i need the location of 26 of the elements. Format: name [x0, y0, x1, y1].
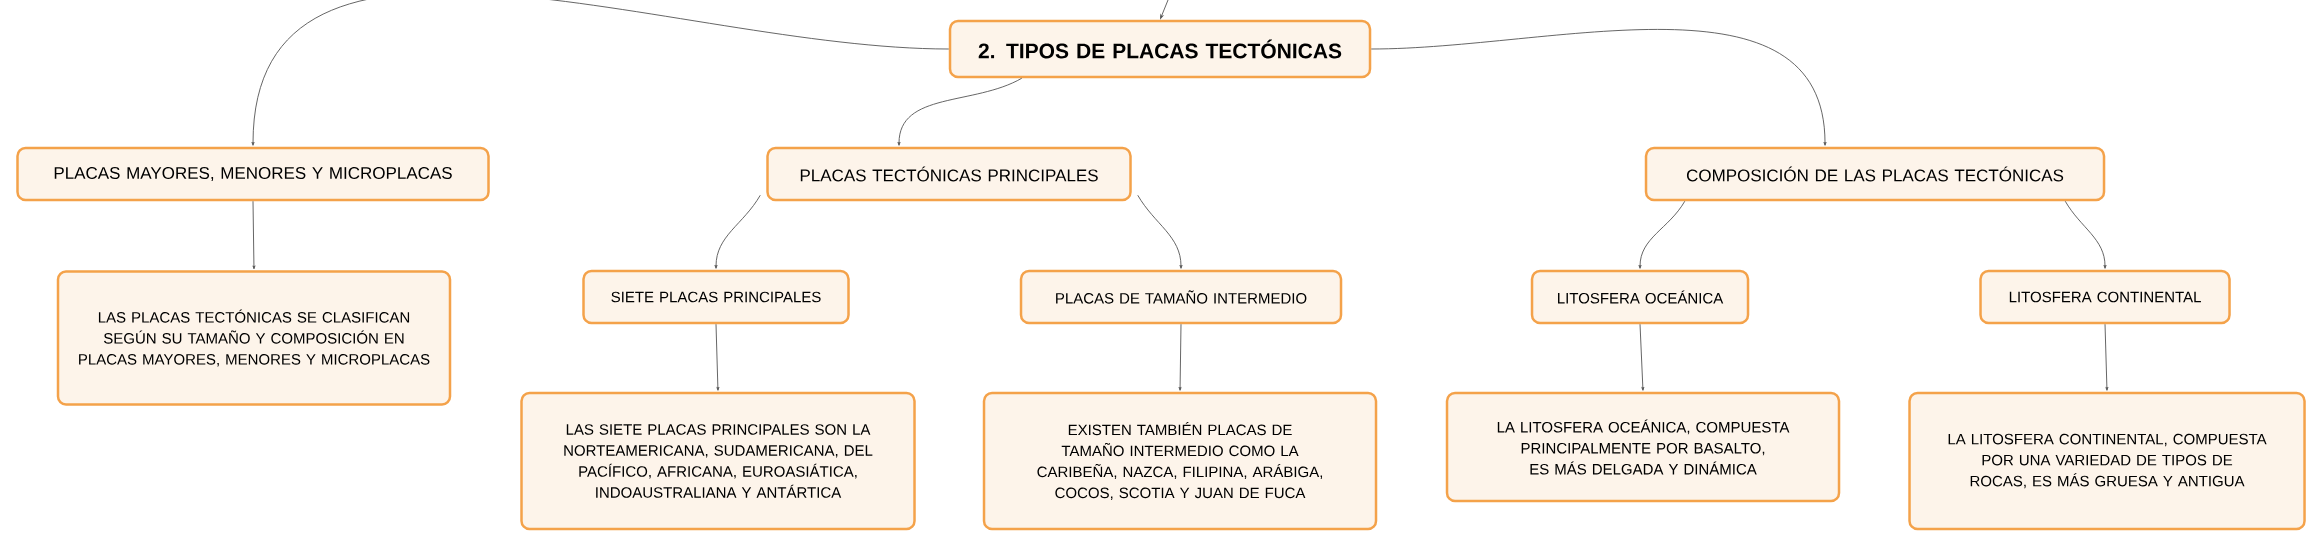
topic-box: COMPOSICIÓN DE LAS PLACAS TECTÓNICAS — [1644, 146, 2106, 202]
topic-box: LAS SIETE PLACAS PRINCIPALES SON LA NORTEAMERICANA, SUDAMERICANA, DEL PACÍFICO, AFRICANA, EUROASIÁTICA, INDOAUSTRALIANA Y ANTÁRTICA — [520, 391, 916, 531]
connector-arrow — [1638, 200, 1686, 269]
connector-arrow — [715, 323, 720, 391]
topic-box: PLACAS DE TAMAÑO INTERMEDIO — [1019, 269, 1343, 325]
topic-box: LA LITOSFERA OCEÁNICA, COMPUESTA PRINCIPALMENTE POR BASALTO, ES MÁS DELGADA Y DINÁMICA — [1445, 391, 1841, 503]
connector-arrow — [1178, 323, 1182, 391]
connector-arrow — [1160, 0, 1169, 19]
connector-arrow — [2064, 200, 2107, 269]
connector-arrow — [897, 77, 1023, 146]
connector-arrow — [252, 200, 256, 270]
topic-box: SIETE PLACAS PRINCIPALES — [582, 269, 850, 325]
connector-arrow — [2104, 323, 2109, 391]
topic-box: PLACAS MAYORES, MENORES Y MICROPLACAS — [16, 146, 490, 202]
topic-box: LA LITOSFERA CONTINENTAL, COMPUESTA POR UNA VARIEDAD DE TIPOS DE ROCAS, ES MÁS GRUESA Y ANTIGUA — [1908, 391, 2306, 531]
topic-box: 2. TIPOS DE PLACAS TECTÓNICAS — [948, 19, 1372, 79]
topic-box: LITOSFERA CONTINENTAL — [1979, 269, 2231, 325]
topic-box: PLACAS TECTÓNICAS PRINCIPALES — [766, 146, 1132, 202]
topic-box: EXISTEN TAMBIÉN PLACAS DE TAMAÑO INTERMEDIO COMO LA CARIBEÑA, NAZCA, FILIPINA, ARÁBIGA, COCOS, SCOTIA Y JUAN DE FUCA — [982, 391, 1378, 531]
connector-arrow — [714, 194, 761, 269]
connector-arrow — [1137, 194, 1183, 269]
connector-arrow — [251, 0, 950, 146]
topic-box: LAS PLACAS TECTÓNICAS SE CLASIFICAN SEGÚN SU TAMAÑO Y COMPOSICIÓN EN PLACAS MAYORES, MENORES Y MICROPLACAS — [56, 270, 452, 406]
connector-arrow — [1639, 323, 1645, 391]
connector-arrow — [1370, 29, 1827, 146]
topic-box: LITOSFERA OCEÁNICA — [1530, 269, 1750, 325]
